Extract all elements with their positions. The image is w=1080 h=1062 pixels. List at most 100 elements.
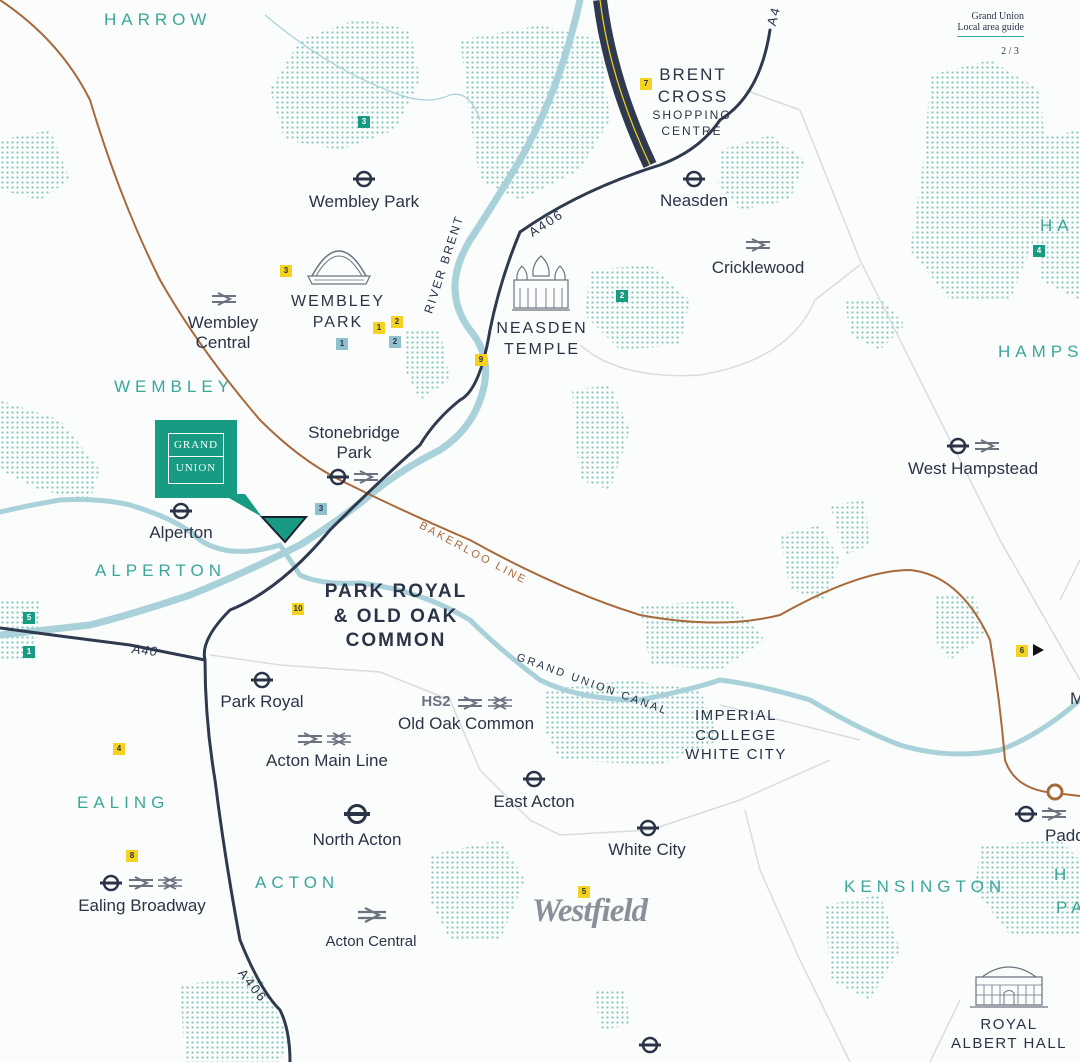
badge-marker[interactable]: 5 [578,886,590,898]
area-acton: ACTON [255,873,340,892]
area-hampstead: HAMPS [998,342,1080,361]
a40-label: A40 [131,641,159,660]
westfield-logo[interactable]: Westfield [532,893,648,929]
underground-icon [637,819,659,837]
badge-marker[interactable]: 3 [280,265,292,277]
station-east-acton[interactable]: East Acton [493,792,575,811]
bakerloo-line [0,0,1080,797]
station-alperton[interactable]: Alperton [149,523,213,542]
station-ealing-broadway[interactable]: Ealing Broadway [78,896,206,915]
guide-heading: Grand Union Local area guide [957,11,1024,37]
badge-marker[interactable]: 10 [292,603,304,615]
site-outline [259,516,309,544]
badge-marker[interactable]: 2 [391,316,403,328]
badge-marker[interactable]: 2 [616,290,628,302]
underground-icon [344,804,370,824]
stream [264,14,481,121]
station-old-oak-common[interactable]: Old Oak Common [397,714,535,733]
badge-marker[interactable]: 1 [373,322,385,334]
underground-icon [523,770,545,788]
page-number: 2 / 3 [1001,46,1019,57]
neasden-temple-icon [512,255,570,311]
underground-icon [170,502,192,520]
station-west-hampstead[interactable]: West Hampstead [907,459,1039,478]
area-kensington: KENSINGTON [844,877,1007,896]
national-rail-icon [746,238,770,252]
area-wembley: WEMBLEY [114,377,235,396]
station-paddington[interactable]: Paddingt [1045,826,1080,845]
underground-icon [251,671,273,689]
station-wembley-park[interactable]: Wembley Park [308,192,420,211]
guide-subtitle: Local area guide [957,22,1024,33]
underground-icon [353,170,375,188]
badge-marker[interactable]: 4 [1033,245,1045,257]
area-ha: HA [1040,216,1074,235]
badge-marker[interactable]: 3 [315,503,327,515]
station-neasden[interactable]: Neasden [659,191,729,210]
national-rail-icon [129,876,153,890]
motorway [593,0,657,168]
badge-marker[interactable]: 4 [113,743,125,755]
royal-albert-hall-icon [970,966,1048,1008]
hs2-label: HS2 [421,693,451,710]
waterways [0,0,1080,757]
station-acton-main-line[interactable]: Acton Main Line [266,751,388,770]
national-rail-icon [458,696,482,710]
major-roads [0,28,772,1062]
area-harrow: HARROW [104,10,212,29]
national-rail-icon [975,439,999,453]
paddington-interchange [1046,783,1064,801]
station-white-city[interactable]: White City [608,840,686,859]
minor-roads [209,89,1080,1062]
underground-icon [100,874,122,892]
national-rail-icon [358,907,386,923]
badge-marker[interactable]: 7 [640,78,652,90]
station-cut-m: M [1070,689,1080,708]
badge-marker[interactable]: 1 [336,338,348,350]
elizabeth-line-icon [488,696,512,710]
badge-marker[interactable]: 6 [1016,645,1028,657]
area-pa: PA [1056,898,1080,917]
badge-marker[interactable]: 5 [23,612,35,624]
marker-pointer [222,494,262,517]
underground-icon [947,437,969,455]
underground-icon [327,468,349,486]
area-alperton: ALPERTON [95,561,227,580]
badge-marker[interactable]: 3 [358,116,370,128]
underground-icon [639,1036,661,1054]
underground-icon [683,170,705,188]
station-acton-central[interactable]: Acton Central [325,933,417,950]
station-park-royal[interactable]: Park Royal [220,692,304,711]
direction-arrow-icon[interactable] [1033,644,1044,656]
station-north-acton[interactable]: North Acton [312,830,402,849]
national-rail-icon [354,470,378,484]
wembley-stadium-icon [307,250,371,285]
badge-marker[interactable]: 1 [23,646,35,658]
national-rail-icon [1042,807,1066,821]
guide-title: Grand Union [971,11,1025,22]
area-h: H [1054,865,1072,884]
badge-marker[interactable]: 8 [126,850,138,862]
elizabeth-line-icon [158,876,182,890]
area-ealing: EALING [77,793,170,812]
parks [0,18,1080,1062]
elizabeth-line-icon [327,732,351,746]
badge-marker[interactable]: 2 [389,336,401,348]
national-rail-icon [298,732,322,746]
station-cricklewood[interactable]: Cricklewood [711,258,805,277]
national-rail-icon [212,292,236,306]
badge-marker[interactable]: 9 [475,354,487,366]
